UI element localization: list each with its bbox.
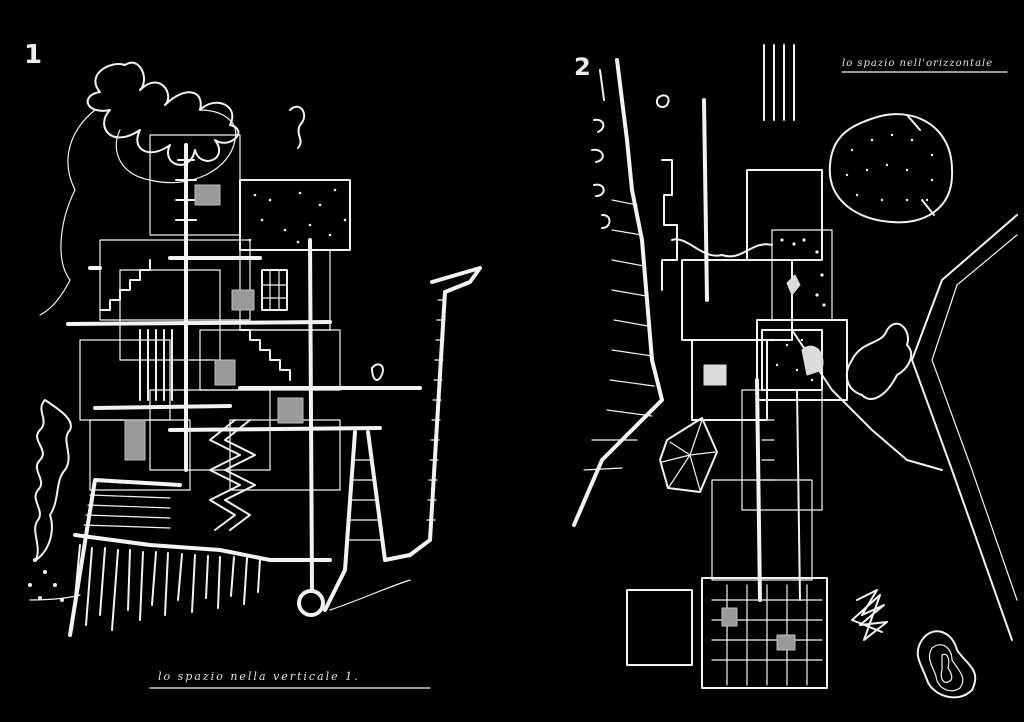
beam <box>66 320 332 326</box>
jagged-wall <box>572 58 664 527</box>
vertical-bars <box>763 44 795 121</box>
left-dots <box>28 558 64 602</box>
ground-horizon <box>29 594 81 601</box>
scribble-ball <box>851 589 888 641</box>
polygon-net <box>659 417 718 493</box>
grid-lines <box>711 584 823 686</box>
window-grid <box>261 269 288 311</box>
grid-block <box>626 589 693 666</box>
trapezoid-tower <box>323 430 412 612</box>
wall-hatching <box>426 299 447 521</box>
grey-pane <box>194 184 221 206</box>
bottom-ring <box>297 589 325 617</box>
sketch-panel-vertical: 1 <box>24 40 482 689</box>
diagonal-plane <box>911 214 1018 641</box>
ground-line <box>73 533 332 562</box>
kite-shape <box>786 274 801 296</box>
zigzag-ramp <box>209 419 241 531</box>
stepped-path <box>661 159 678 291</box>
vertical-space-drawing <box>28 61 482 689</box>
scribble-tree <box>34 399 72 561</box>
lower-steps <box>83 494 171 529</box>
ground-hatching <box>71 544 261 631</box>
panel-number: 1 <box>24 40 43 70</box>
central-bar <box>702 98 709 302</box>
dotted-block <box>780 238 826 307</box>
scribble-cloud <box>86 61 240 166</box>
tall-pole <box>308 238 314 592</box>
tower-hatch <box>345 459 383 541</box>
scribble-ring <box>115 109 237 184</box>
hatch-block <box>139 329 173 401</box>
staircase <box>99 259 151 311</box>
drawing-caption: lo spazio nella verticale 1. <box>158 670 360 683</box>
right-wall <box>408 266 482 557</box>
drawing-caption: lo spazio nell'orizzontale <box>842 58 994 69</box>
dark-box-dots <box>770 338 814 382</box>
panel-number: 2 <box>574 53 591 81</box>
stippled-block <box>239 179 351 251</box>
small-flag <box>371 363 384 381</box>
sketch-panel-horizontal: 2 <box>512 0 1024 722</box>
stippled-circle <box>828 113 954 224</box>
grey-pane <box>721 607 738 627</box>
stipple-dots <box>248 188 347 244</box>
white-square <box>703 364 727 386</box>
frame <box>149 134 241 236</box>
small-scribble <box>289 105 306 149</box>
circle-dots <box>845 133 934 202</box>
wall-hatching <box>583 199 655 471</box>
vertical-strip <box>755 378 762 602</box>
strip-ticks <box>761 419 775 481</box>
contour-lines <box>916 630 977 699</box>
scribble-cloud-2 <box>39 109 96 316</box>
half-disc <box>801 345 824 376</box>
small-oval <box>656 94 670 108</box>
lower-slab <box>68 478 182 637</box>
net-rays <box>661 419 716 491</box>
horizontal-space-drawing <box>572 44 1018 699</box>
amoeba-shape <box>845 322 913 400</box>
